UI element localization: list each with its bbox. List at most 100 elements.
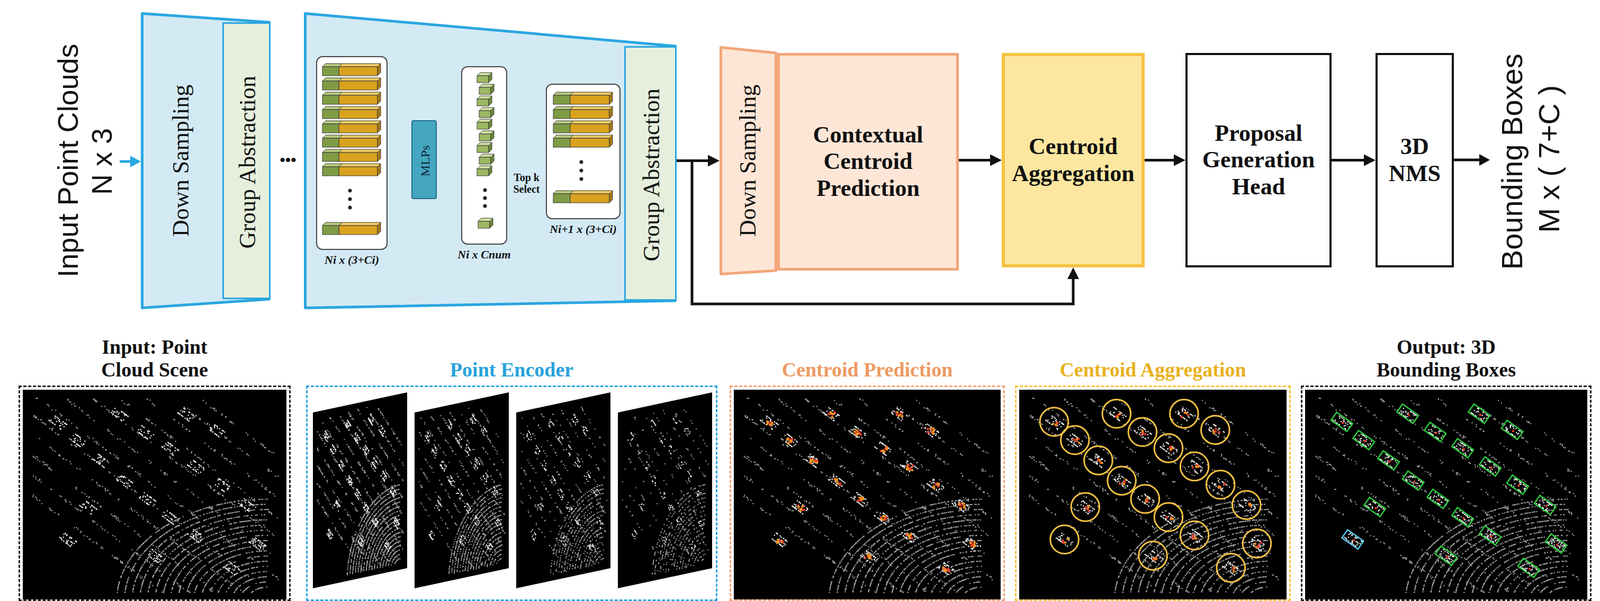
cube-side [377,149,381,162]
scan-background [617,392,713,589]
feature-cubes [317,57,387,249]
cube-side [490,130,494,141]
cube-front [477,168,489,176]
aggregation-circle [1242,529,1272,559]
centroid-points [1341,413,1559,570]
cube-front [479,87,491,95]
text-holder: N x 3 [0,129,261,194]
ellipsis-dot [483,204,488,209]
trapezoid-shape [721,47,777,275]
ellipsis-dot [483,196,488,201]
scan-points [622,409,709,575]
connector [1331,154,1376,167]
mlp-box: MLPs [411,120,437,200]
object-points [424,414,502,550]
bounding-box [1468,403,1490,424]
text-holder: Contextual Centroid Prediction [779,55,957,268]
cube-front [570,193,610,203]
bounding-box [1331,412,1353,432]
cube-front [338,123,378,133]
panel-heading: Input: Point Cloud Scene [85,335,224,382]
tensor-shape: Ni x Cnum [457,247,511,262]
cube-side [377,92,381,105]
aggregation-circle [1138,541,1168,571]
process-box: Proposal Generation Head [1185,52,1332,268]
cube-front [322,123,339,133]
feature-stack: Ni+1 x (3+Ci) [545,83,621,220]
cube-side [490,84,494,95]
scan-points [418,407,507,574]
cube-top [338,106,381,110]
object-points [322,414,401,552]
panel-heading: Output: 3D Bounding Boxes [1367,335,1526,382]
cube-front [479,157,491,165]
cube-front [338,95,378,105]
scan-points [1315,397,1580,593]
cube-front [322,138,339,148]
object-points [759,407,982,575]
panel-heading: Point Encoder [450,358,574,382]
cube-top [338,163,381,167]
bounding-box [1363,497,1386,517]
ellipsis-dot [348,205,353,210]
output-arrow [1453,158,1482,162]
text-holder: Down Sampling [140,12,223,310]
object-points [1332,407,1567,576]
feature-stack: Ni x (3+Ci) [316,56,388,250]
point-cloud-scene [731,387,1004,600]
object-points [48,407,267,576]
cube-side [488,72,492,83]
scan-points [32,397,279,593]
output-shape: M x ( 7+C ) [1532,85,1567,233]
process-box: 3D NMS [1375,52,1454,268]
scan-points [1028,397,1279,593]
ellipsis-dot [348,189,353,193]
cube-front [338,81,378,91]
encoder-stage: Ni x (3+Ci) MLPs Ni x Cnum Ni+1 x (3+Ci) Gro… [303,12,677,310]
text-holder: Centroid Prediction [667,358,1067,382]
cube-front [322,81,339,91]
cube-front [338,152,378,162]
input-arrow-head [130,155,141,168]
bounding-box [1427,489,1450,509]
cube-front [553,123,571,133]
cube-side [488,119,492,130]
tensor-shape: Ni+1 x (3+Ci) [549,222,617,236]
figure-panel: Centroid Prediction [729,385,1005,601]
arrow-head [1363,154,1376,167]
aggregation-circle [1154,434,1183,463]
cube-front [322,95,339,105]
ellipsis-dot [579,177,584,182]
cube-front [338,225,378,235]
stage-label: Group Abstraction [638,88,666,262]
bounding-box [1342,529,1364,550]
figure-panel: Output: 3D Bounding Boxes [1300,385,1592,601]
ellipsis-dot [483,188,488,193]
scan-points [520,406,608,575]
panel-heading: Centroid Prediction [781,358,954,382]
downsampling-stage: Down Sampling [719,46,778,276]
arrow-head [1067,267,1080,280]
connector [958,154,1002,167]
scan-background [733,389,1001,600]
process-box: Centroid Aggregation [1001,52,1145,268]
figure-panel: Point Encoder [306,385,718,601]
arrow-line [1331,158,1366,162]
cube-front [553,193,571,203]
input-label: Input Point Clouds [51,43,85,277]
cube-side [377,106,381,119]
mlp-label: MLPs [417,145,433,177]
cube-front [477,75,489,83]
cube-top [570,92,613,96]
aggregation-circle [1107,466,1137,496]
cube-side [609,120,613,133]
cube-front [553,109,571,119]
cube-side [488,142,492,153]
group-abstraction-box: Group Abstraction [624,46,677,301]
text-holder: Ni x (3+Ci) [285,253,419,267]
cube-side [377,222,381,235]
point-cloud-scene [307,387,716,600]
cube-top [338,149,381,153]
cube-top [338,92,381,96]
